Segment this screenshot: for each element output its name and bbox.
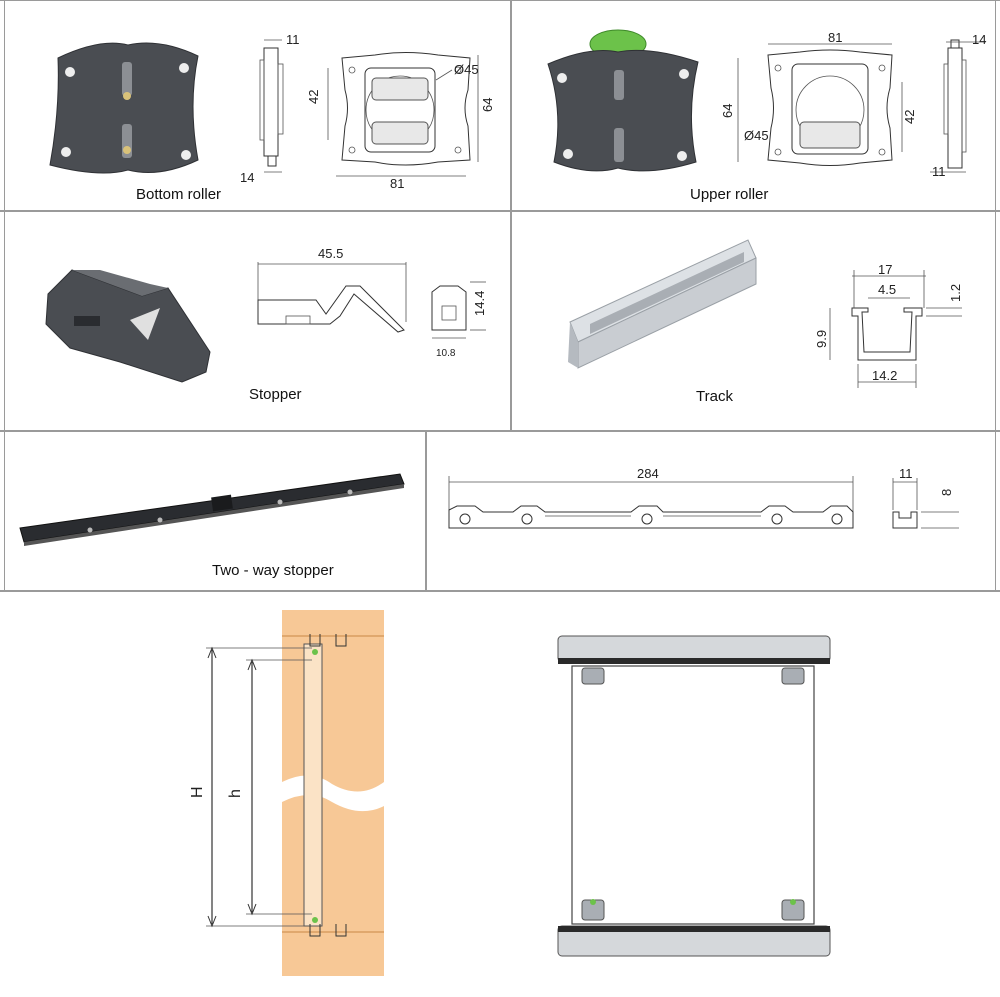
label-door-height: h <box>227 789 244 798</box>
track-section-view <box>829 270 962 388</box>
installation-section: H h <box>0 592 1000 997</box>
bottom-roller-top-view <box>327 52 479 177</box>
two-way-stopper-end-view <box>892 478 959 529</box>
bottom-roller-side-view <box>259 39 284 173</box>
dim-overall-height: 64 <box>480 98 495 112</box>
stopper-drawing: 45.5 14.4 10.8 <box>45 246 487 383</box>
dim-length: 284 <box>637 466 659 481</box>
dim-width: 11 <box>899 466 913 481</box>
upper-roller-caption: Upper roller <box>690 186 769 203</box>
dim-lip: 1.2 <box>948 284 963 302</box>
upper-roller-drawing: 81 64 Ø45 42 14 11 <box>547 29 986 179</box>
dim-height: 9.9 <box>814 330 829 348</box>
two-way-stopper-photo-panel: Two - way stopper <box>0 432 425 590</box>
dim-length: 45.5 <box>318 246 343 261</box>
upper-roller-top-view <box>737 43 903 166</box>
track-photo <box>568 239 757 369</box>
bottom-roller-drawing: 11 14 42 Ø45 64 81 <box>49 32 495 191</box>
dim-side-top: 11 <box>286 32 300 47</box>
installation-drawing: H h <box>189 610 831 976</box>
dim-slot-width: 4.5 <box>878 282 896 297</box>
two-way-stopper-caption: Two - way stopper <box>212 562 334 579</box>
upper-roller-photo <box>547 29 699 172</box>
stopper-end-view <box>431 281 486 339</box>
bottom-roller-panel: 11 14 42 Ø45 64 81 Bottom roller <box>0 0 510 210</box>
two-way-stopper-drawing: 284 11 8 <box>448 466 959 529</box>
row3-divider <box>0 590 1000 592</box>
dim-height: 8 <box>939 489 954 496</box>
dim-diameter: Ø45 <box>744 128 769 143</box>
bottom-roller-photo <box>49 42 199 174</box>
stopper-panel: 45.5 14.4 10.8 Stopper <box>0 212 510 430</box>
dim-height: 14.4 <box>472 291 487 316</box>
dim-height: 42 <box>306 90 321 104</box>
dim-diameter: Ø45 <box>454 62 479 77</box>
track-caption: Track <box>696 388 733 405</box>
stopper-side-view <box>257 262 407 333</box>
two-way-stopper-photo <box>19 473 405 546</box>
track-panel: 17 4.5 1.2 9.9 14.2 Track <box>512 212 1000 430</box>
dim-side-bottom: 11 <box>932 164 946 179</box>
dim-width: 81 <box>828 30 842 45</box>
dim-overall-height: 64 <box>720 104 735 118</box>
side-section-view <box>206 610 384 976</box>
track-drawing: 17 4.5 1.2 9.9 14.2 <box>568 239 963 388</box>
col-divider-mid <box>425 430 427 590</box>
dim-outer-width: 17 <box>878 262 892 277</box>
label-total-height: H <box>189 786 206 798</box>
upper-roller-panel: 81 64 Ø45 42 14 11 Upper roller <box>510 0 1000 210</box>
left-edge <box>4 0 5 590</box>
front-door-view <box>557 635 831 957</box>
stopper-photo <box>45 269 211 383</box>
top-border <box>0 0 1000 2</box>
two-way-stopper-plan <box>448 505 854 529</box>
dim-side-bottom: 14 <box>240 170 254 185</box>
col-divider-top <box>510 0 512 430</box>
dim-side-top: 14 <box>972 32 986 47</box>
stopper-caption: Stopper <box>249 386 302 403</box>
dim-inner-width: 14.2 <box>872 368 897 383</box>
right-edge <box>995 0 996 590</box>
dim-width: 81 <box>390 176 404 191</box>
bottom-roller-caption: Bottom roller <box>136 186 222 203</box>
dim-width: 10.8 <box>436 348 456 359</box>
dim-height: 42 <box>902 110 917 124</box>
row2-divider <box>0 430 1000 432</box>
two-way-stopper-drawing-panel: 284 11 8 <box>427 432 1000 590</box>
row1-divider <box>0 210 1000 212</box>
upper-roller-side-view <box>930 39 986 173</box>
